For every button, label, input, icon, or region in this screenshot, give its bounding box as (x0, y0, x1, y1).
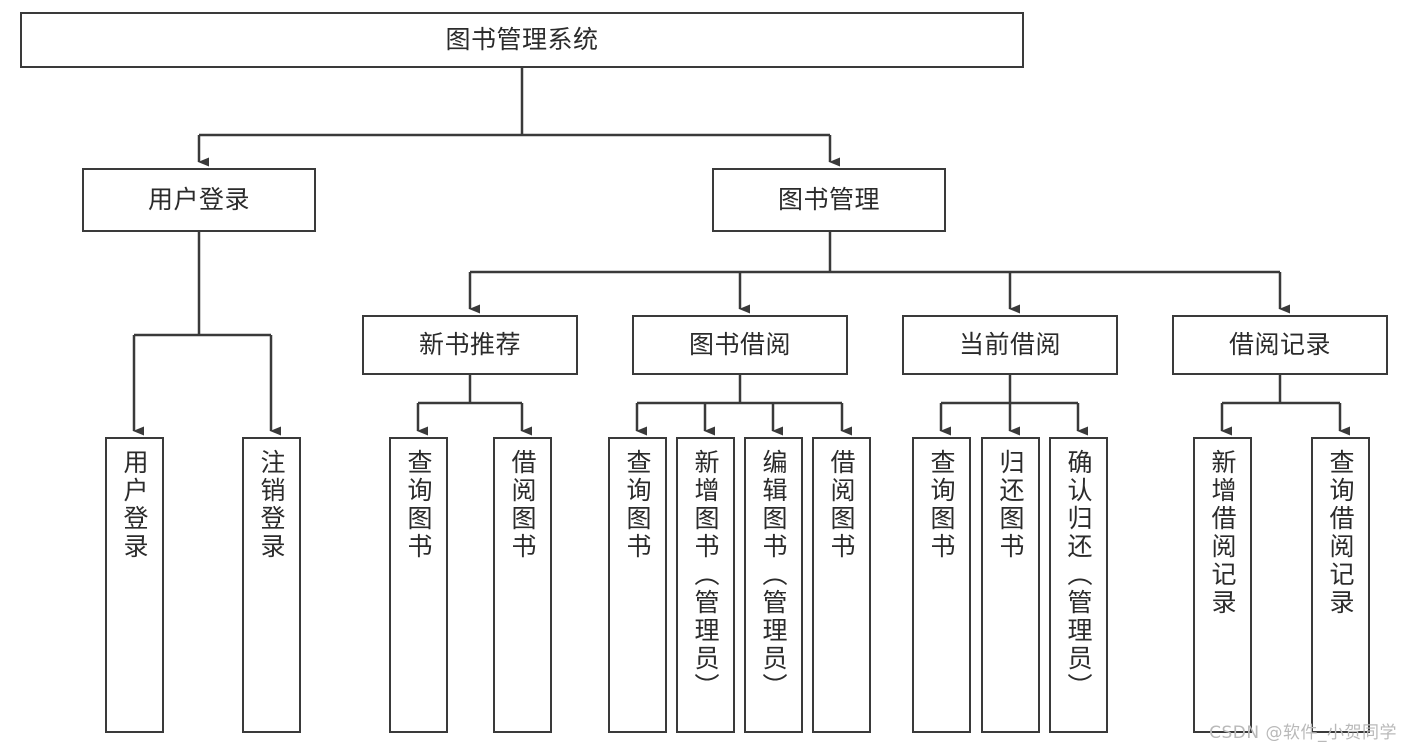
node-book-management[interactable]: 图书管理 (712, 168, 946, 232)
node-label: 借阅记录 (1228, 330, 1331, 360)
leaf-book-borrow-query[interactable]: 查询图书 (608, 437, 667, 733)
node-label: 查询图书 (623, 449, 652, 561)
node-label: 借阅图书 (508, 449, 537, 561)
node-label: 新增借阅记录 (1208, 449, 1237, 617)
leaf-user-login-signin[interactable]: 用户登录 (105, 437, 164, 733)
node-current-borrow[interactable]: 当前借阅 (902, 315, 1118, 375)
node-borrow-record[interactable]: 借阅记录 (1172, 315, 1388, 375)
node-label: 图书管理 (777, 185, 880, 215)
node-label: 用户登录 (120, 449, 149, 561)
node-label: 新增图书（管理员） (691, 449, 720, 701)
node-label: 新书推荐 (418, 330, 521, 360)
leaf-book-borrow-add-admin[interactable]: 新增图书（管理员） (676, 437, 735, 733)
leaf-current-borrow-query[interactable]: 查询图书 (912, 437, 971, 733)
leaf-borrow-record-query[interactable]: 查询借阅记录 (1311, 437, 1370, 733)
node-label: 用户登录 (147, 185, 250, 215)
leaf-current-borrow-confirm-admin[interactable]: 确认归还（管理员） (1049, 437, 1108, 733)
node-label: 当前借阅 (958, 330, 1061, 360)
node-label: 借阅图书 (827, 449, 856, 561)
node-label: 查询图书 (404, 449, 433, 561)
leaf-user-login-signout[interactable]: 注销登录 (242, 437, 301, 733)
csdn-watermark: CSDN @软件_小贺同学 (1209, 723, 1397, 743)
node-user-login[interactable]: 用户登录 (82, 168, 316, 232)
node-label: 图书管理系统 (445, 25, 599, 55)
node-label: 图书借阅 (688, 330, 791, 360)
leaf-current-borrow-return[interactable]: 归还图书 (981, 437, 1040, 733)
leaf-new-book-borrow[interactable]: 借阅图书 (493, 437, 552, 733)
node-root-system[interactable]: 图书管理系统 (20, 12, 1024, 68)
leaf-borrow-record-add[interactable]: 新增借阅记录 (1193, 437, 1252, 733)
node-book-borrow[interactable]: 图书借阅 (632, 315, 848, 375)
leaf-book-borrow-borrow[interactable]: 借阅图书 (812, 437, 871, 733)
node-label: 编辑图书（管理员） (759, 449, 788, 701)
node-new-book-recommend[interactable]: 新书推荐 (362, 315, 578, 375)
node-label: 注销登录 (257, 449, 286, 561)
node-label: 归还图书 (996, 449, 1025, 561)
node-label: 查询借阅记录 (1326, 449, 1355, 617)
leaf-book-borrow-edit-admin[interactable]: 编辑图书（管理员） (744, 437, 803, 733)
leaf-new-book-query[interactable]: 查询图书 (389, 437, 448, 733)
node-label: 查询图书 (927, 449, 956, 561)
node-label: 确认归还（管理员） (1064, 449, 1093, 701)
